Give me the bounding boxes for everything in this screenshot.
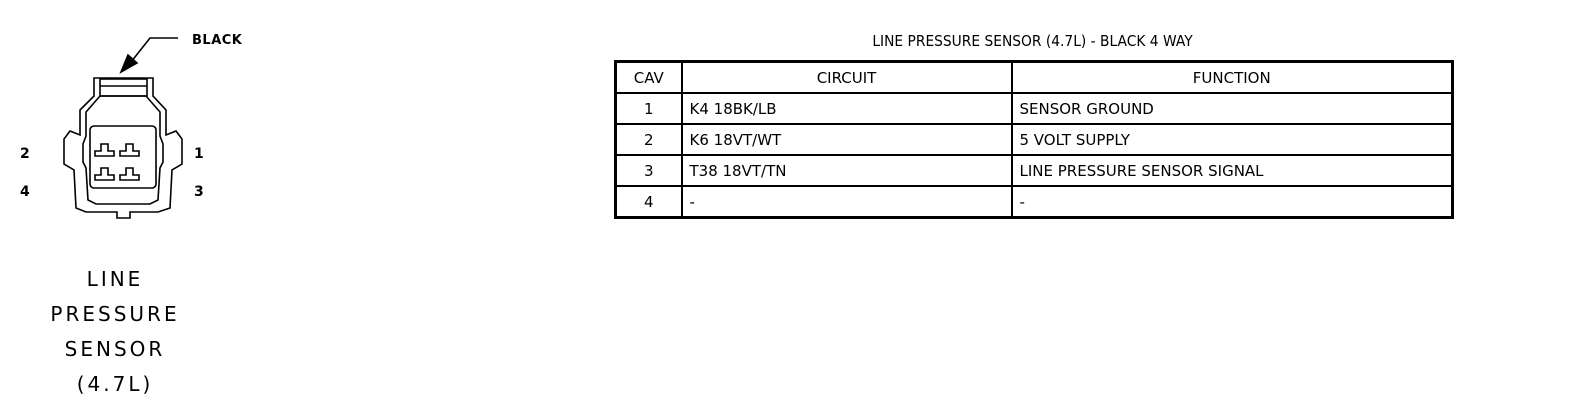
connector-name-line: SENSOR	[64, 337, 166, 361]
cavity-3	[119, 167, 140, 181]
cavity-2	[94, 143, 115, 157]
cav-cell: 2	[614, 123, 683, 156]
connector-name-line: LINE	[86, 267, 144, 291]
function-cell: LINE PRESSURE SENSOR SIGNAL	[1010, 154, 1454, 187]
pin-label-3: 3	[194, 184, 204, 200]
header-cav: CAV	[614, 60, 683, 94]
pinout-table-title: LINE PRESSURE SENSOR (4.7L) - BLACK 4 WA…	[872, 32, 1193, 50]
pin-cavity-block	[89, 125, 157, 189]
cavity-4	[94, 167, 115, 181]
table-header-row: CAV CIRCUIT FUNCTION	[614, 60, 1454, 94]
connector-housing-inner	[82, 95, 164, 205]
connector-housing-outline	[63, 77, 183, 219]
function-cell: SENSOR GROUND	[1010, 92, 1454, 125]
table-row: 2 K6 18VT/WT 5 VOLT SUPPLY	[614, 123, 1454, 156]
cav-cell: 3	[614, 154, 683, 187]
cavity-1	[119, 143, 140, 157]
header-circuit: CIRCUIT	[680, 60, 1013, 94]
connector-name-caption: LINE PRESSURE SENSOR (4.7L)	[40, 262, 190, 402]
circuit-cell: -	[680, 185, 1013, 219]
cav-cell: 1	[614, 92, 683, 125]
pin-label-4: 4	[20, 184, 30, 200]
color-callout-leader	[130, 37, 178, 63]
function-cell: -	[1010, 185, 1454, 219]
connector-name-line: (4.7L)	[76, 372, 154, 396]
pinout-table: CAV CIRCUIT FUNCTION 1 K4 18BK/LB SENSOR…	[614, 60, 1454, 219]
color-callout-arrowhead	[119, 53, 139, 74]
table-row: 1 K4 18BK/LB SENSOR GROUND	[614, 92, 1454, 125]
table-row: 4 - -	[614, 185, 1454, 219]
cav-cell: 4	[614, 185, 683, 219]
table-row: 3 T38 18VT/TN LINE PRESSURE SENSOR SIGNA…	[614, 154, 1454, 187]
circuit-cell: T38 18VT/TN	[680, 154, 1013, 187]
circuit-cell: K4 18BK/LB	[680, 92, 1013, 125]
pin-label-2: 2	[20, 146, 30, 162]
pin-label-1: 1	[194, 146, 204, 162]
connector-face-diagram: BLACK 2 1 4 3	[20, 33, 243, 219]
connector-color-label: BLACK	[192, 33, 243, 48]
circuit-cell: K6 18VT/WT	[680, 123, 1013, 156]
connector-lock-tab	[99, 78, 148, 97]
function-cell: 5 VOLT SUPPLY	[1010, 123, 1454, 156]
header-function: FUNCTION	[1010, 60, 1454, 94]
connector-name-line: PRESSURE	[50, 302, 180, 326]
